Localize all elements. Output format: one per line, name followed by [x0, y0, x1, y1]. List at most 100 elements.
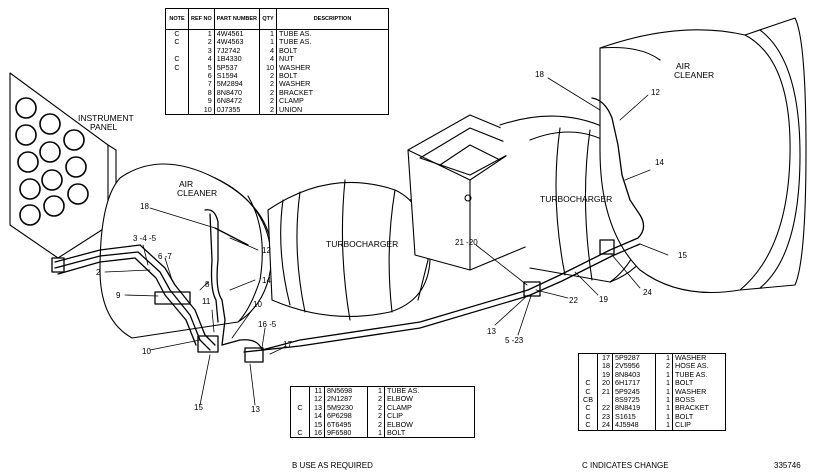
callout-3-4-5: 3 -4 -5: [133, 234, 157, 243]
cell-part-number: 6N8472: [213, 96, 261, 106]
cell-description: BRACKET: [276, 88, 389, 98]
cell-part-number: 8N8470: [213, 88, 261, 98]
instrument-panel-label: INSTRUMENT PANEL: [78, 114, 134, 132]
cell-description: BOLT: [672, 412, 726, 422]
instrument-panel-label-line2: PANEL: [90, 122, 118, 132]
callout-9: 9: [116, 291, 121, 300]
cell-description: BRACKET: [672, 404, 726, 413]
callout-13: 13: [251, 405, 260, 414]
cell-qty: 2: [259, 88, 278, 98]
right-air-cleaner: [599, 17, 807, 294]
cell-description: WASHER: [276, 80, 389, 89]
cell-description: TUBE AS.: [276, 29, 389, 39]
callout-21-20: 21 -20: [455, 238, 478, 247]
callout-17: 17: [283, 340, 292, 349]
cell-description: BOSS: [672, 395, 726, 405]
callout-18: 18: [140, 202, 149, 211]
cell-qty: 1: [655, 421, 673, 431]
callout-14-b: 14: [655, 158, 664, 167]
cell-description: WASHER: [276, 63, 389, 73]
cell-note: [165, 97, 189, 106]
cell-description: WASHER: [672, 387, 726, 397]
cell-description: CLAMP: [384, 403, 475, 413]
air-cleaner-right-label: AIR CLEANER: [674, 62, 714, 80]
cell-description: ELBOW: [384, 420, 475, 430]
cell-note: [165, 80, 189, 89]
parts-table-header: NOTE REF NO PART NUMBER QTY DESCRIPTION: [165, 8, 389, 30]
instrument-panel-label-line1: INSTRUMENT: [78, 113, 134, 123]
air-cleaner-left-line2: CLEANER: [177, 188, 218, 198]
cell-part-number: 4W4561: [213, 29, 261, 39]
figure-number: 335746: [774, 461, 801, 470]
cell-part-number: 0J7355: [213, 105, 261, 115]
cell-ref-no: 16: [309, 428, 325, 438]
parts-table-top: NOTE REF NO PART NUMBER QTY DESCRIPTION …: [165, 8, 389, 116]
cell-description: WASHER: [672, 353, 726, 363]
cell-part-number: S1594: [213, 71, 261, 81]
note-use-as-required: B USE AS REQUIRED: [292, 461, 373, 470]
callout-5-23: 5 -23: [505, 336, 524, 345]
cell-qty: 2: [259, 80, 278, 89]
cell-description: BOLT: [276, 71, 389, 81]
cell-part-number: 5M2894: [213, 80, 261, 89]
cell-note: C: [578, 421, 598, 431]
turbocharger-right-label: TURBOCHARGER: [540, 194, 613, 204]
cell-note: C: [165, 63, 189, 73]
cell-description: TUBE AS.: [276, 37, 389, 47]
note-indicates-change: C INDICATES CHANGE: [582, 461, 669, 470]
cell-description: HOSE AS.: [672, 361, 726, 371]
cell-note: [165, 46, 189, 56]
header-qty: QTY: [259, 8, 278, 30]
cell-qty: 10: [259, 63, 278, 73]
air-cleaner-left-label: AIR CLEANER: [177, 180, 217, 198]
cell-description: BOLT: [384, 428, 475, 438]
cell-description: ELBOW: [384, 394, 475, 404]
cell-part-number: 9F6580: [324, 428, 368, 438]
air-cleaner-left-line1: AIR: [179, 179, 194, 189]
cell-part-number: 7J2742: [213, 46, 261, 56]
cell-part-number: 1B4330: [213, 54, 261, 64]
cell-qty: 1: [367, 428, 385, 438]
cell-ref-no: 24: [597, 421, 613, 431]
cell-note: [578, 353, 598, 363]
cell-qty: 2: [259, 96, 278, 106]
cell-qty: 1: [259, 29, 278, 39]
callout-22: 22: [569, 296, 578, 305]
cell-ref-no: 21: [597, 387, 613, 397]
cell-qty: 1: [259, 37, 278, 47]
callout-12-b: 12: [651, 88, 660, 97]
cell-note: C: [165, 29, 189, 39]
cell-note: [165, 72, 189, 81]
cell-note: [165, 88, 189, 98]
cell-description: UNION: [276, 105, 389, 115]
cell-note: C: [290, 428, 310, 438]
oil-lines-left: [51, 97, 645, 363]
left-turbocharger: [267, 179, 431, 321]
callout-11: 11: [202, 297, 211, 306]
cell-part-number: 4W4563: [213, 37, 261, 47]
cell-qty: 2: [259, 105, 278, 115]
cell-note: [578, 362, 598, 371]
callout-6-7: 6 -7: [158, 252, 172, 261]
cell-description: CLIP: [384, 411, 475, 421]
cell-qty: 4: [259, 54, 278, 64]
callout-13-b: 13: [487, 327, 496, 336]
